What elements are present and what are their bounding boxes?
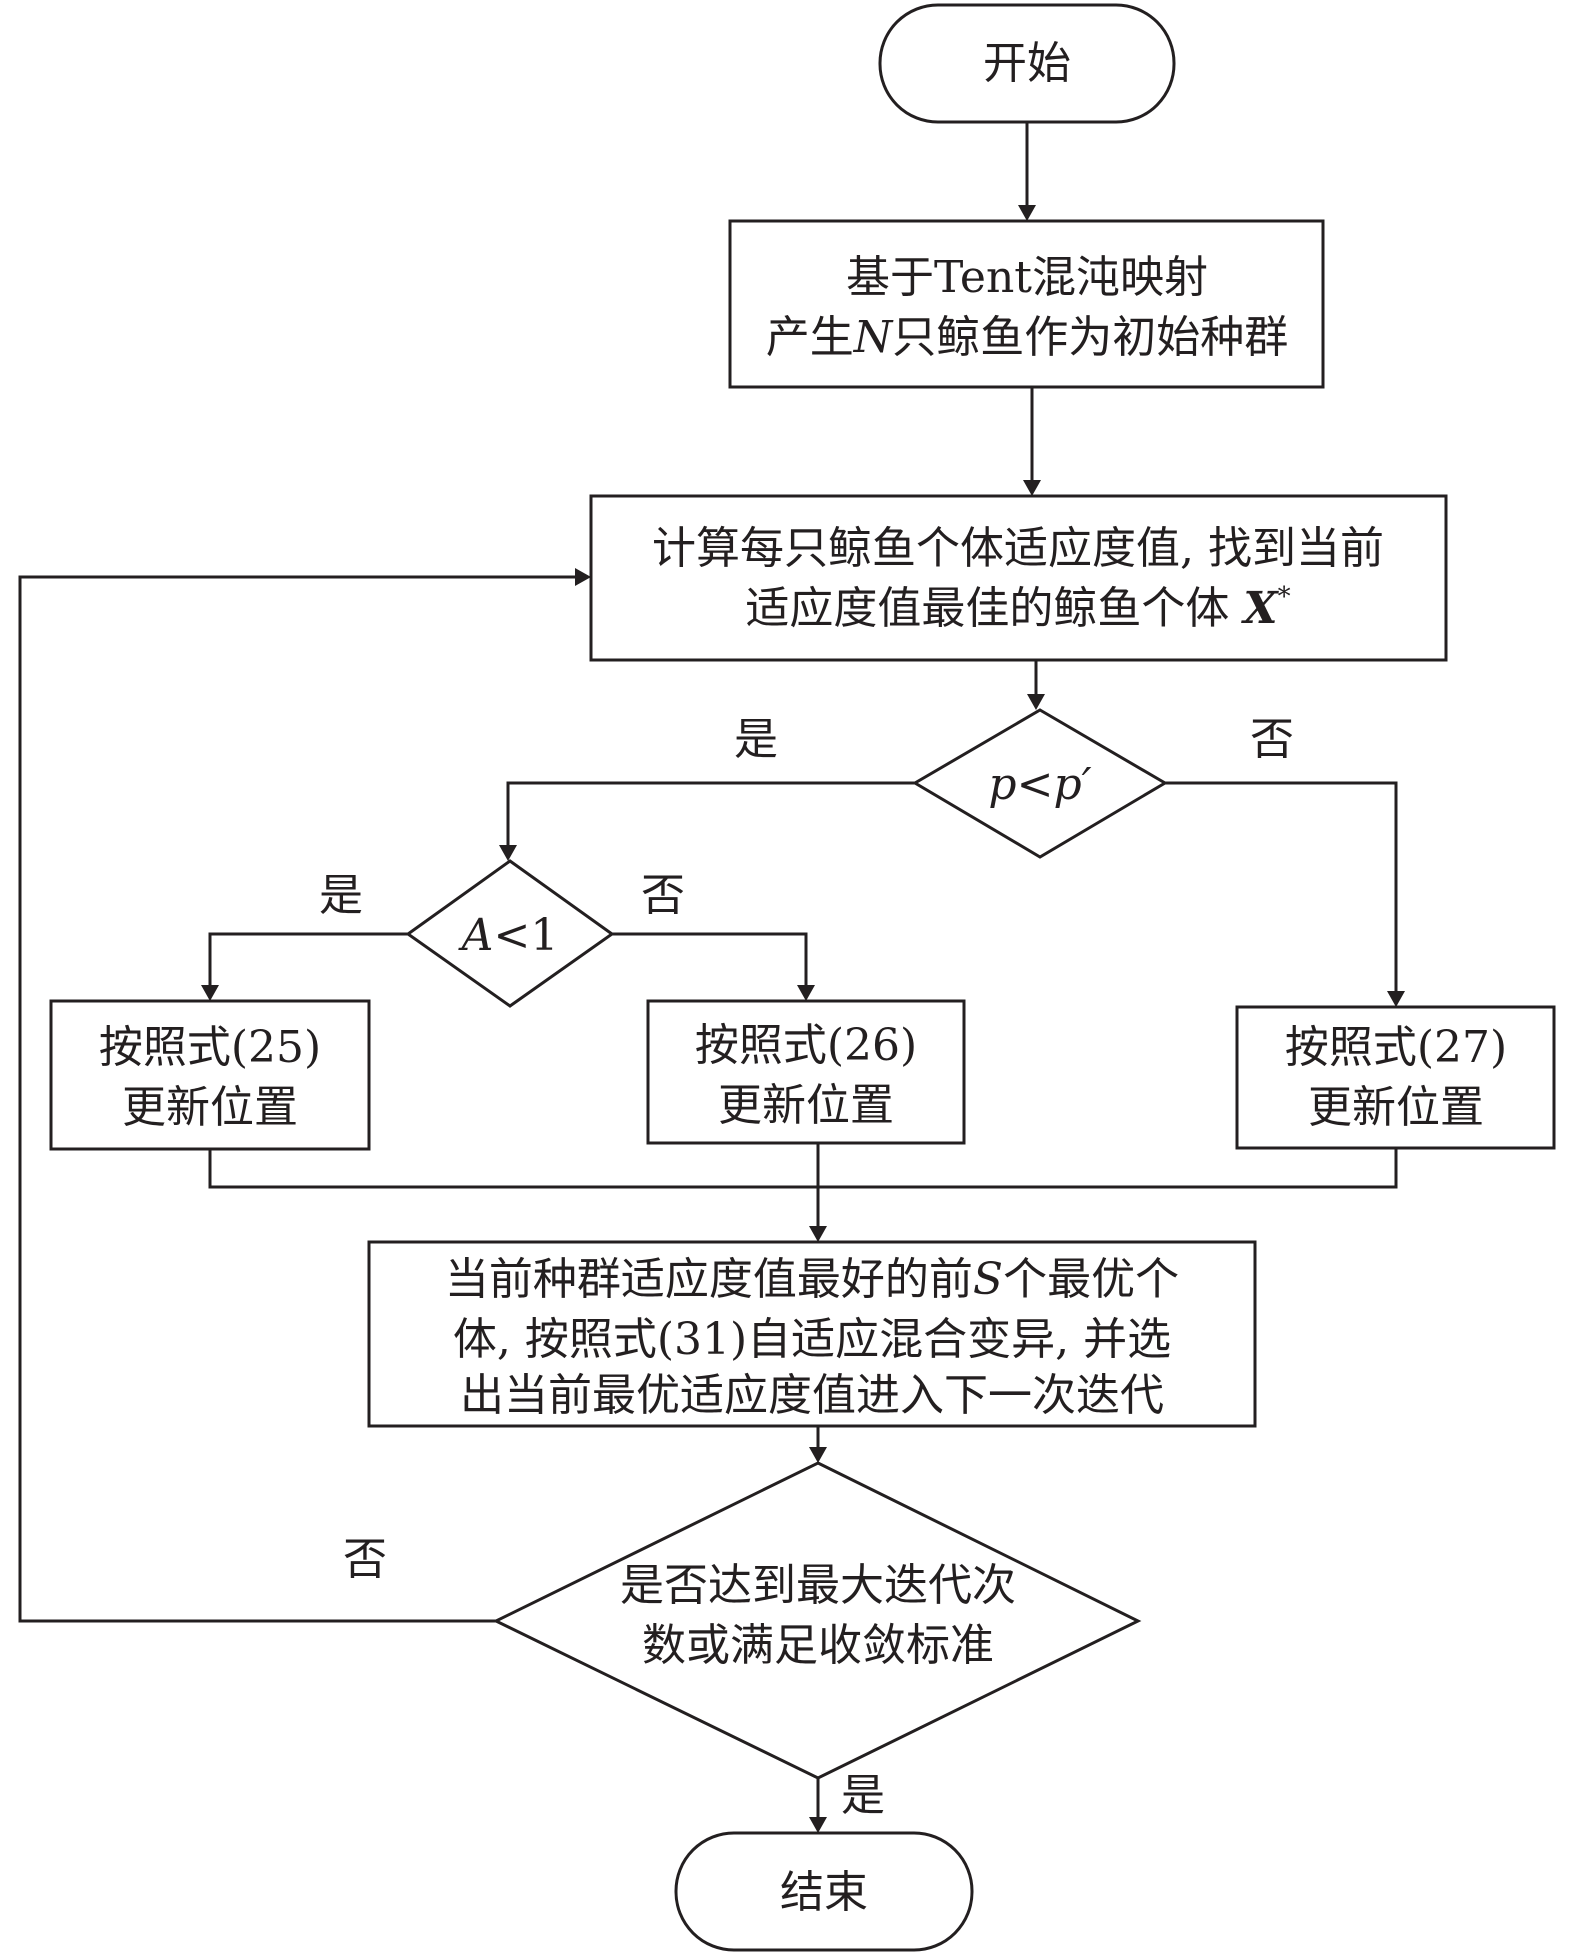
fitness-var-sup: *: [1278, 582, 1291, 612]
decision-a-node: A<1: [405, 859, 615, 1008]
update-25-node: 按照式(25) 更新位置: [49, 999, 371, 1151]
p-no-label: 否: [1250, 714, 1294, 765]
mutation-line1-post: 个最优个: [1003, 1254, 1179, 1305]
decision-p-op: <: [1017, 759, 1054, 810]
decision-p-var1: p: [988, 759, 1016, 810]
update-27-line1: 按照式(27): [1285, 1022, 1507, 1073]
update-27-node: 按照式(27) 更新位置: [1235, 1005, 1556, 1150]
termination-line1: 是否达到最大迭代次: [620, 1560, 1016, 1611]
end-node: 结束: [674, 1831, 974, 1952]
mutation-node: 当前种群适应度值最好的前S个最优个 体, 按照式(31)自适应混合变异, 并选 …: [367, 1240, 1257, 1428]
init-line2: 产生N只鲸鱼作为初始种群: [766, 312, 1289, 363]
update-26-line1: 按照式(26): [695, 1020, 917, 1071]
decision-p-var2: p′: [1053, 759, 1091, 810]
init-node: 基于Tent混沌映射 产生N只鲸鱼作为初始种群: [728, 219, 1325, 389]
decision-a-var: A: [458, 910, 494, 961]
fitness-var-x: X: [1240, 583, 1279, 634]
decision-p-label: p<p′: [988, 759, 1091, 810]
init-line2-post: 只鲸鱼作为初始种群: [892, 312, 1288, 363]
update-25-line2: 更新位置: [122, 1082, 298, 1133]
fitness-node: 计算每只鲸鱼个体适应度值, 找到当前 适应度值最佳的鲸鱼个体 X*: [589, 494, 1448, 662]
mutation-line3: 出当前最优适应度值进入下一次迭代: [460, 1370, 1164, 1421]
update-25-line1: 按照式(25): [99, 1022, 321, 1073]
init-var-n: N: [853, 312, 894, 363]
init-line1: 基于Tent混沌映射: [846, 252, 1208, 303]
end-label: 结束: [780, 1867, 868, 1918]
mutation-line1-pre: 当前种群适应度值最好的前: [445, 1254, 973, 1305]
mutation-var-s: S: [973, 1254, 1003, 1305]
mutation-line2: 体, 按照式(31)自适应混合变异, 并选: [453, 1314, 1171, 1365]
fitness-line1: 计算每只鲸鱼个体适应度值, 找到当前: [652, 523, 1384, 574]
a-no-label: 否: [641, 870, 685, 921]
connectors: [18, 122, 1405, 1833]
termination-line2: 数或满足收敛标准: [642, 1620, 994, 1671]
start-node: 开始: [878, 3, 1176, 124]
init-line2-pre: 产生: [766, 312, 854, 363]
term-no-label: 否: [343, 1534, 387, 1585]
termination-node: 是否达到最大迭代次 数或满足收敛标准: [492, 1461, 1142, 1780]
term-yes-label: 是: [841, 1770, 885, 1821]
update-26-node: 按照式(26) 更新位置: [646, 999, 966, 1145]
update-26-line2: 更新位置: [718, 1080, 894, 1131]
start-label: 开始: [983, 38, 1071, 89]
fitness-line2-pre: 适应度值最佳的鲸鱼个体: [745, 583, 1243, 634]
decision-a-label: A<1: [458, 910, 559, 961]
decision-p-node: p<p′: [912, 708, 1168, 859]
a-yes-label: 是: [319, 870, 363, 921]
decision-a-op: <1: [493, 910, 558, 961]
mutation-line1: 当前种群适应度值最好的前S个最优个: [445, 1254, 1179, 1305]
fitness-line2: 适应度值最佳的鲸鱼个体 X*: [745, 582, 1290, 634]
p-yes-label: 是: [734, 714, 778, 765]
update-27-line2: 更新位置: [1308, 1082, 1484, 1133]
